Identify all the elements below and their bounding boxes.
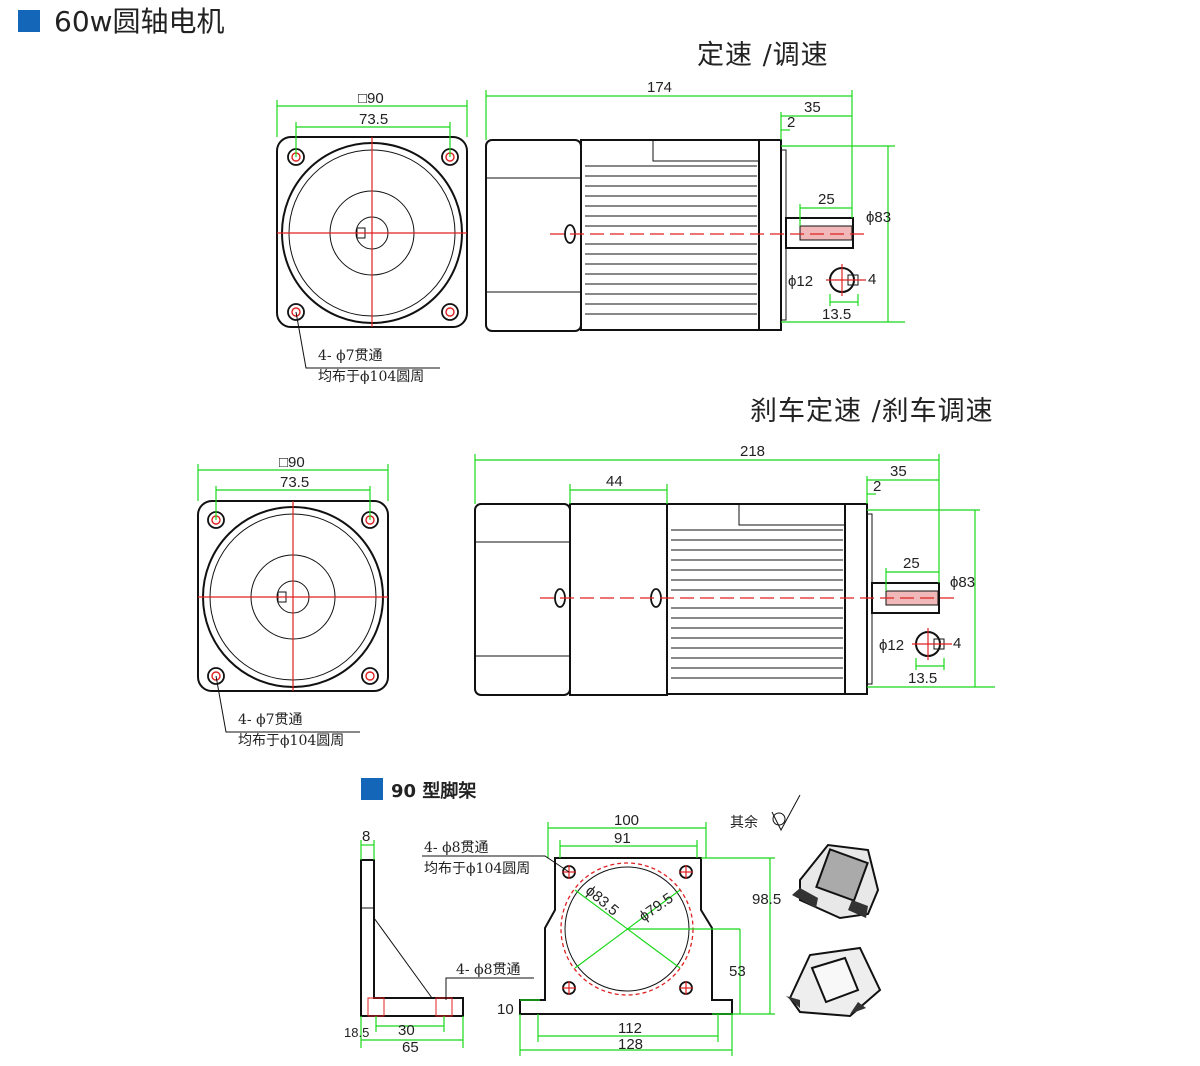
bracket-center-height: 53 xyxy=(729,963,746,980)
view1-cooling-fins xyxy=(585,165,757,315)
view2-cooling-fins xyxy=(671,529,843,679)
view2-brake-length: 44 xyxy=(606,473,623,490)
bracket-side-thickness: 8 xyxy=(362,828,370,845)
bracket-side-view: 8 18.5 30 65 4- ϕ8贯通 xyxy=(344,828,534,1056)
page-header: 60w圆轴电机 xyxy=(18,5,225,38)
roughness-check-icon xyxy=(771,794,801,832)
view1-square-label: □90 xyxy=(358,90,384,107)
view1-shaft-dia: ϕ12 xyxy=(788,273,813,290)
view2-key-height: 13.5 xyxy=(908,670,937,687)
view2-key-width: 4 xyxy=(953,635,961,652)
bracket-outer-width: 100 xyxy=(614,812,639,829)
view2-hole-note-2: 均布于ϕ104圆周 xyxy=(238,733,344,749)
bracket-front-hole-note-1: 4- ϕ8贯通 xyxy=(424,840,489,856)
motor-view-brake: 刹车定速 /刹车调速 □90 73.5 xyxy=(197,396,995,749)
view1-side-body: 174 35 2 25 ϕ83 ϕ12 4 13.5 xyxy=(485,79,905,332)
view2-front-flange: □90 73.5 4- ϕ7贯通 均布于ϕ104圆周 xyxy=(197,454,389,749)
bracket-front-hole-note-2: 均布于ϕ104圆周 xyxy=(424,861,530,877)
bracket-slot-dist: 30 xyxy=(398,1022,415,1039)
view2-shaft-offset: 2 xyxy=(873,478,881,495)
bracket-base-height: 18.5 xyxy=(344,1025,369,1040)
view2-square-label: □90 xyxy=(279,454,305,471)
view1-hole-note-2: 均布于ϕ104圆周 xyxy=(318,369,424,385)
view1-caption: 定速 /调速 xyxy=(697,40,829,71)
bracket-surface-note: 其余 xyxy=(730,814,758,831)
view2-hole-note-1: 4- ϕ7贯通 xyxy=(238,712,303,728)
bracket-pilot-dia: ϕ83.5 xyxy=(582,882,622,919)
bracket-accent-square xyxy=(361,778,383,800)
view2-caption: 刹车定速 /刹车调速 xyxy=(750,396,994,427)
bracket-pilot-dia-2: ϕ79.5 xyxy=(636,890,677,925)
bracket-base-depth: 65 xyxy=(402,1039,419,1056)
view1-length-total: 174 xyxy=(647,79,672,96)
view1-key-width: 4 xyxy=(868,271,876,288)
view1-shaft-offset: 2 xyxy=(787,114,795,131)
view1-key-height: 13.5 xyxy=(822,306,851,323)
bracket-side-hole-note: 4- ϕ8贯通 xyxy=(456,962,521,978)
view2-key-length: 25 xyxy=(903,555,920,572)
view2-shaft-length: 35 xyxy=(890,463,907,480)
view1-key-length: 25 xyxy=(818,191,835,208)
bracket-section: 90 型脚架 8 18.5 30 65 4- ϕ8贯通 xyxy=(344,778,882,1056)
view2-flange-dia: ϕ83 xyxy=(950,574,975,591)
view2-side-body: 218 44 35 2 25 ϕ83 ϕ12 4 1 xyxy=(474,443,995,696)
view1-hole-note-1: 4- ϕ7贯通 xyxy=(318,348,383,364)
bracket-3d-render-top xyxy=(792,843,880,920)
bracket-front-view: 100 91 98.5 53 10 112 128 ϕ83.5 ϕ79.5 4-… xyxy=(422,812,781,1056)
view2-bolt-spacing: 73.5 xyxy=(280,474,309,491)
bracket-3d-render-bottom xyxy=(786,946,882,1018)
bracket-title: 90 型脚架 xyxy=(391,780,476,802)
surface-roughness-symbol: 其余 xyxy=(730,794,801,832)
bracket-inner-width: 91 xyxy=(614,830,631,847)
view1-shaft-length: 35 xyxy=(804,99,821,116)
header-accent-square xyxy=(18,10,40,32)
bracket-foot-width: 128 xyxy=(618,1036,643,1053)
view1-bolt-spacing: 73.5 xyxy=(359,111,388,128)
view1-flange-dia: ϕ83 xyxy=(866,209,891,226)
view2-length-total: 218 xyxy=(740,443,765,460)
page-title: 60w圆轴电机 xyxy=(54,5,225,38)
bracket-foot-hole-spacing: 112 xyxy=(618,1020,642,1037)
view2-shaft-dia: ϕ12 xyxy=(879,637,904,654)
view1-front-flange: □90 73.5 4- ϕ7贯通 均布于ϕ104圆周 xyxy=(276,90,468,385)
bracket-total-height: 98.5 xyxy=(752,891,781,908)
motor-view-standard: 定速 /调速 □90 73.5 xyxy=(276,40,905,385)
bracket-foot-thickness: 10 xyxy=(497,1001,514,1018)
